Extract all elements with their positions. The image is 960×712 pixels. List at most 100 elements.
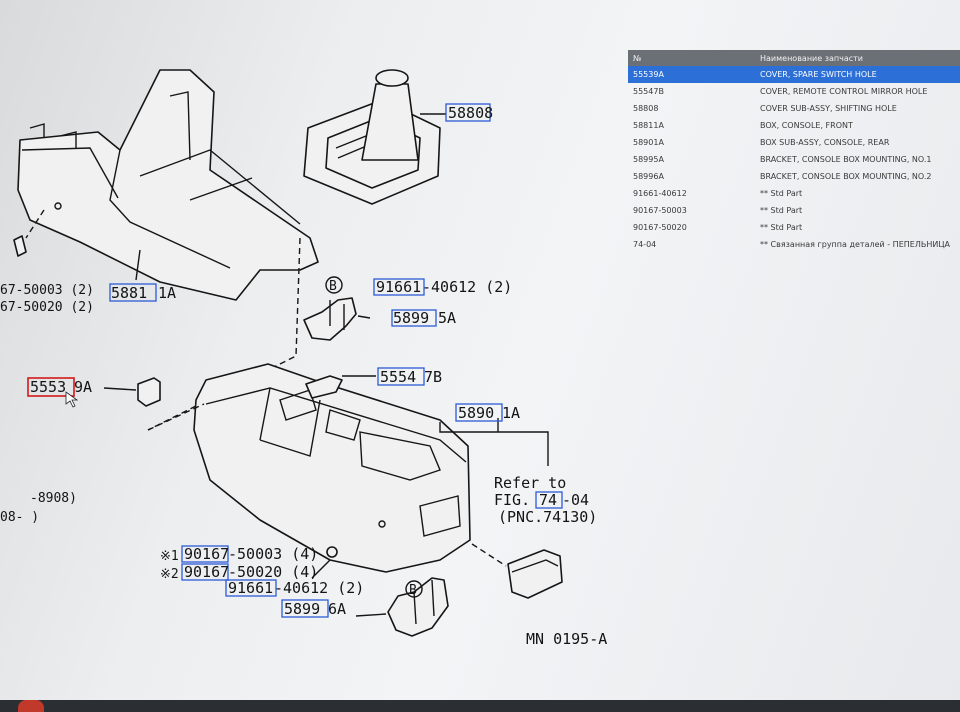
part-number-cell: 58808 (633, 104, 659, 113)
svg-text:※2: ※2 (160, 567, 179, 582)
table-row[interactable]: 55539A COVER, SPARE SWITCH HOLE (628, 66, 960, 83)
svg-text:※1: ※1 (160, 549, 179, 564)
part-number-cell: 55539A (633, 70, 664, 79)
svg-text:-40612 (2): -40612 (2) (274, 579, 364, 597)
parts-diagram: 58808 5881 1A 67-50003 (2) 67-50020 (2) … (0, 69, 607, 648)
shift-boot-illustration[interactable] (303, 69, 446, 205)
part-number-cell: 58811A (633, 121, 664, 130)
table-row[interactable]: 58901A BOX SUB-ASSY, CONSOLE, REAR (628, 134, 960, 151)
callout-55539a[interactable]: 5553 9A (27, 377, 92, 408)
cover-55539a-illustration[interactable] (103, 377, 161, 407)
part-name-cell: BOX SUB-ASSY, CONSOLE, REAR (760, 138, 890, 147)
part-number-cell: 74-04 (633, 240, 657, 249)
svg-text:5890: 5890 (458, 404, 494, 422)
svg-text:91661: 91661 (376, 278, 421, 296)
part-name-cell: BRACKET, CONSOLE BOX MOUNTING, NO.1 (760, 155, 932, 164)
callout-90167-50020[interactable]: ※2 90167 -50020 (4) (160, 563, 318, 582)
callout-58808[interactable]: 58808 (445, 103, 493, 122)
table-row[interactable]: 91661-40612 ** Std Part (628, 185, 960, 202)
svg-text:5881: 5881 (111, 284, 147, 302)
svg-text:FIG.: FIG. (494, 491, 530, 509)
callout-58996a[interactable]: 5899 6A (281, 599, 346, 618)
svg-text:58808: 58808 (448, 104, 493, 122)
svg-text:5899: 5899 (393, 309, 429, 327)
table-row[interactable]: 90167-50020 ** Std Part (628, 219, 960, 236)
part-name-cell: COVER, SPARE SWITCH HOLE (760, 70, 877, 79)
part-name-cell: BRACKET, CONSOLE BOX MOUNTING, NO.2 (760, 172, 932, 181)
svg-text:6A: 6A (328, 600, 346, 618)
svg-text:1A: 1A (158, 284, 176, 302)
table-row[interactable]: 90167-50003 ** Std Part (628, 202, 960, 219)
callout-left-fasteners[interactable]: 67-50003 (2) 67-50020 (2) (0, 283, 94, 315)
column-header-number[interactable]: № (633, 53, 642, 63)
part-name-cell: COVER SUB-ASSY, SHIFTING HOLE (760, 104, 897, 113)
column-header-part-name[interactable]: Наименование запчасти (760, 53, 863, 63)
callout-55547b[interactable]: 5554 7B (377, 367, 442, 386)
svg-text:(PNC.74130): (PNC.74130) (498, 508, 597, 526)
part-name-cell: ** Std Part (760, 189, 803, 198)
svg-text:90167: 90167 (184, 545, 229, 563)
svg-text:Refer to: Refer to (494, 474, 566, 492)
table-row[interactable]: 58995A BRACKET, CONSOLE BOX MOUNTING, NO.… (628, 151, 960, 168)
parts-table: № Наименование запчасти 55539A COVER, SPA… (628, 50, 960, 253)
bracket-58995a-illustration[interactable] (147, 237, 357, 431)
diagram-code: MN 0195-A (526, 630, 607, 648)
callout-91661-bottom[interactable]: 91661 -40612 (2) B (225, 579, 423, 598)
screw-illustration[interactable] (326, 546, 338, 558)
table-row[interactable]: 74-04 ** Связанная группа деталей - ПЕПЕЛ… (628, 236, 960, 253)
svg-text:B: B (329, 279, 337, 294)
svg-text:1A: 1A (502, 404, 520, 422)
front-console-illustration[interactable] (13, 69, 319, 301)
svg-text:-50020 (4): -50020 (4) (228, 563, 318, 581)
callout-58811a[interactable]: 5881 1A (109, 283, 176, 302)
rear-console-illustration[interactable] (193, 363, 471, 573)
svg-text:9A: 9A (74, 378, 92, 396)
part-number-cell: 90167-50003 (633, 206, 687, 215)
part-number-cell: 58995A (633, 155, 664, 164)
table-row[interactable]: 55547B COVER, REMOTE CONTROL MIRROR HOLE (628, 83, 960, 100)
bracket-58996a-illustration[interactable] (387, 577, 449, 637)
svg-text:74: 74 (539, 491, 557, 509)
table-body: 55539A COVER, SPARE SWITCH HOLE 55547B COVE… (628, 66, 960, 253)
part-number-cell: 58901A (633, 138, 664, 147)
part-name-cell: ** Std Part (760, 206, 803, 215)
svg-text:-40612 (2): -40612 (2) (422, 278, 512, 296)
part-number-cell: 91661-40612 (633, 189, 687, 198)
svg-text:08- ): 08- ) (0, 510, 39, 525)
callout-91661-top[interactable]: B 91661 -40612 (2) (325, 276, 512, 296)
part-number-cell: 55547B (633, 87, 664, 96)
table-header: № Наименование запчасти (628, 50, 960, 66)
callout-date-range: -8908) 08- ) (0, 491, 77, 525)
part-name-cell: ** Std Part (760, 223, 803, 232)
svg-text:5554: 5554 (380, 368, 416, 386)
svg-text:5899: 5899 (284, 600, 320, 618)
callout-58995a[interactable]: 5899 5A (391, 309, 456, 327)
taskbar-app-icon[interactable] (18, 700, 44, 712)
svg-text:5553: 5553 (30, 378, 66, 396)
mouse-cursor-icon (65, 391, 79, 408)
svg-text:B: B (409, 583, 417, 598)
svg-text:-04: -04 (562, 491, 589, 509)
svg-text:5A: 5A (438, 309, 456, 327)
part-name-cell: ** Связанная группа деталей - ПЕПЕЛЬНИЦА (760, 240, 951, 249)
svg-text:67-50003 (2): 67-50003 (2) (0, 283, 94, 298)
part-name-cell: COVER, REMOTE CONTROL MIRROR HOLE (760, 87, 928, 96)
ashtray-illustration[interactable] (471, 543, 563, 599)
svg-text:-8908): -8908) (30, 491, 77, 506)
part-number-cell: 58996A (633, 172, 664, 181)
taskbar (0, 700, 960, 712)
callout-58901a[interactable]: 5890 1A (455, 403, 520, 422)
table-row[interactable]: 58808 COVER SUB-ASSY, SHIFTING HOLE (628, 100, 960, 117)
svg-text:67-50020 (2): 67-50020 (2) (0, 300, 94, 315)
part-number-cell: 90167-50020 (633, 223, 687, 232)
svg-text:91661: 91661 (228, 579, 273, 597)
callout-90167-50003[interactable]: ※1 90167 -50003 (4) (160, 545, 318, 564)
table-row[interactable]: 58811A BOX, CONSOLE, FRONT (628, 117, 960, 134)
part-name-cell: BOX, CONSOLE, FRONT (760, 121, 853, 130)
svg-text:-50003 (4): -50003 (4) (228, 545, 318, 563)
cover-55547b-illustration[interactable] (305, 375, 376, 399)
svg-text:90167: 90167 (184, 563, 229, 581)
callout-refer-fig[interactable]: Refer to FIG. 74 -04 (PNC.74130) (494, 474, 597, 526)
table-row[interactable]: 58996A BRACKET, CONSOLE BOX MOUNTING, NO.… (628, 168, 960, 185)
